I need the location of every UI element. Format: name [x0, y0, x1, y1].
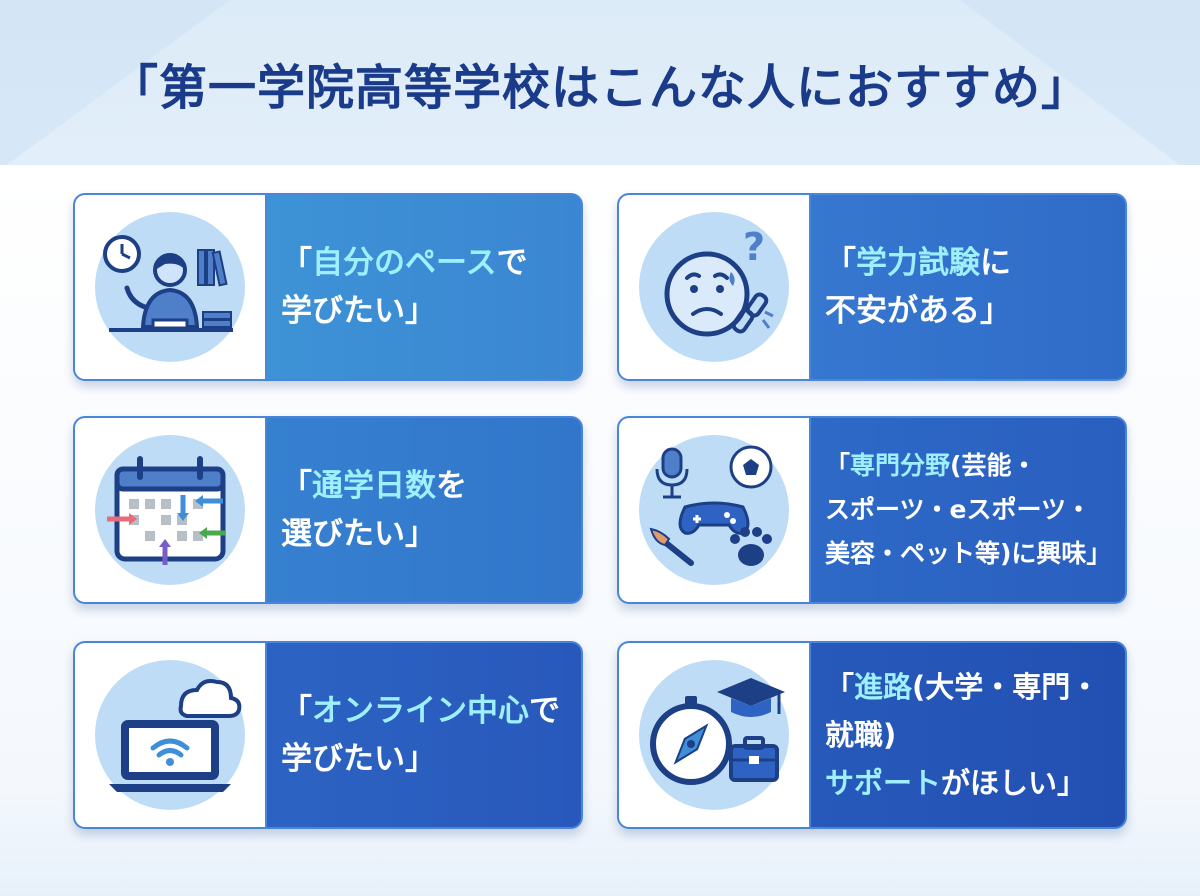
hobbies-icon [649, 445, 773, 566]
card-icon-box [619, 418, 811, 602]
icon-circle [95, 212, 245, 362]
icon-circle: ? [639, 212, 789, 362]
card-text-box: 「学力試験に 不安がある」 [811, 195, 1125, 379]
card-icon-box [619, 643, 811, 827]
icon-circle [639, 660, 789, 810]
card-text-box: 「通学日数を 選びたい」 [267, 418, 581, 602]
card-text-box: 「進路(大学・専門・就職) サポートがほしい」 [811, 643, 1125, 827]
online-laptop-icon [109, 679, 242, 792]
card-online-learning: 「オンライン中心で 学びたい」 [73, 641, 583, 829]
card-own-pace: 「自分のペースで 学びたい」 [73, 193, 583, 381]
icon-circle [95, 660, 245, 810]
card-text: 「専門分野(芸能・ スポーツ・eスポーツ・ 美容・ペット等)に興味」 [825, 451, 1112, 568]
card-specialized-fields: 「専門分野(芸能・ スポーツ・eスポーツ・ 美容・ペット等)に興味」 [617, 416, 1127, 604]
card-text-box: 「自分のペースで 学びたい」 [267, 195, 581, 379]
student-studying-icon [103, 235, 233, 332]
header: 「第一学院高等学校はこんな人におすすめ」 [0, 0, 1200, 165]
page-title: 「第一学院高等学校はこんな人におすすめ」 [109, 59, 1090, 116]
card-attendance-days: 「通学日数を 選びたい」 [73, 416, 583, 604]
card-text: 「学力試験に 不安がある」 [825, 245, 1011, 329]
icon-circle [95, 435, 245, 585]
calendar-icon [107, 456, 226, 565]
card-text: 「オンライン中心で 学びたい」 [281, 693, 560, 777]
card-text-box: 「専門分野(芸能・ スポーツ・eスポーツ・ 美容・ペット等)に興味」 [811, 418, 1125, 602]
career-support-icon [650, 678, 785, 785]
card-exam-anxiety: ? 「学力試験に 不安がある」 [617, 193, 1127, 381]
card-career-support: 「進路(大学・専門・就職) サポートがほしい」 [617, 641, 1127, 829]
card-text: 「自分のペースで 学びたい」 [281, 245, 528, 329]
card-text: 「進路(大学・専門・就職) サポートがほしい」 [825, 670, 1100, 800]
card-icon-box [75, 418, 267, 602]
icon-circle [639, 435, 789, 585]
card-text: 「通学日数を 選びたい」 [281, 468, 467, 552]
worried-face-icon: ? [664, 225, 774, 337]
svg-text:?: ? [743, 225, 765, 269]
card-icon-box: ? [619, 195, 811, 379]
card-icon-box [75, 643, 267, 827]
card-text-box: 「オンライン中心で 学びたい」 [267, 643, 581, 827]
card-icon-box [75, 195, 267, 379]
